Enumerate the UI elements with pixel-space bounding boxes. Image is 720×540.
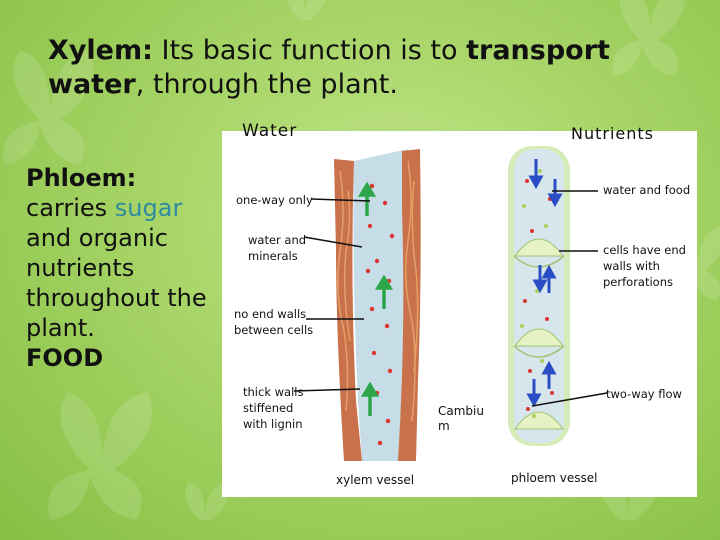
label-water-food: water and food [603, 183, 691, 197]
label-water-minerals-line1: water and [248, 233, 307, 247]
label-no-end-walls-line2: between cells [234, 323, 314, 337]
label-end-walls-line1: cells have end [603, 243, 686, 257]
label-water-minerals-line2: minerals [248, 249, 298, 263]
label-thick-walls-line1: thick walls [243, 385, 304, 399]
label-thick-walls-line3: with lignin [243, 417, 303, 431]
label-end-walls-line3: perforations [603, 275, 673, 289]
xylem-vessel [334, 149, 421, 461]
nutrients-label: Nutrients [571, 124, 654, 143]
label-thick-walls-line2: stiffened [243, 401, 294, 415]
xylem-bold-transport: transport [466, 35, 610, 66]
butterfly-shape [287, 0, 327, 20]
xylem-phloem-diagram [222, 131, 697, 497]
label-one-way: one-way only [236, 193, 313, 207]
xylem-left-wall [334, 159, 362, 461]
butterfly-shape [3, 50, 94, 165]
butterfly-shape [185, 482, 229, 520]
label-no-end-walls: no end walls between cells [234, 306, 313, 338]
label-end-walls: cells have end walls with perforations [603, 242, 686, 290]
label-water-minerals: water and minerals [248, 232, 306, 264]
xylem-bold-water: water [48, 69, 136, 100]
label-no-end-walls-line1: no end walls [234, 307, 307, 321]
label-end-walls-line2: walls with [603, 259, 660, 273]
phloem-description: Phloem: carries sugar and organic nutrie… [26, 163, 226, 373]
sieve-plate [514, 411, 564, 430]
xylem-term: Xylem: [48, 35, 153, 66]
vessel-illustration [293, 146, 608, 461]
label-thick-walls: thick walls stiffened with lignin [243, 384, 303, 432]
xylem-text-1: Its basic function is to [152, 35, 467, 66]
xylem-lumen [353, 149, 408, 461]
label-pointers [293, 190, 608, 407]
butterfly-shape [47, 392, 152, 520]
xylem-text-2: , through the plant. [135, 69, 398, 100]
butterfly-shape [612, 0, 685, 76]
xylem-vessel-caption: xylem vessel [336, 473, 415, 487]
phloem-text-2: and organic nutrients throughout the pla… [26, 224, 207, 342]
water-label: Water [242, 121, 298, 141]
phloem-text-1: carries [26, 194, 115, 222]
phloem-sugar-link[interactable]: sugar [114, 194, 183, 222]
label-two-way: two-way flow [606, 387, 682, 401]
cambium-label: Cambiu m [438, 404, 484, 433]
phloem-vessel-caption: phloem vessel [511, 471, 598, 485]
phloem-term: Phloem: [26, 164, 137, 192]
phloem-food: FOOD [26, 344, 104, 372]
phloem-vessel [508, 146, 570, 446]
slide-heading: Xylem: Its basic function is to transpor… [48, 34, 688, 102]
